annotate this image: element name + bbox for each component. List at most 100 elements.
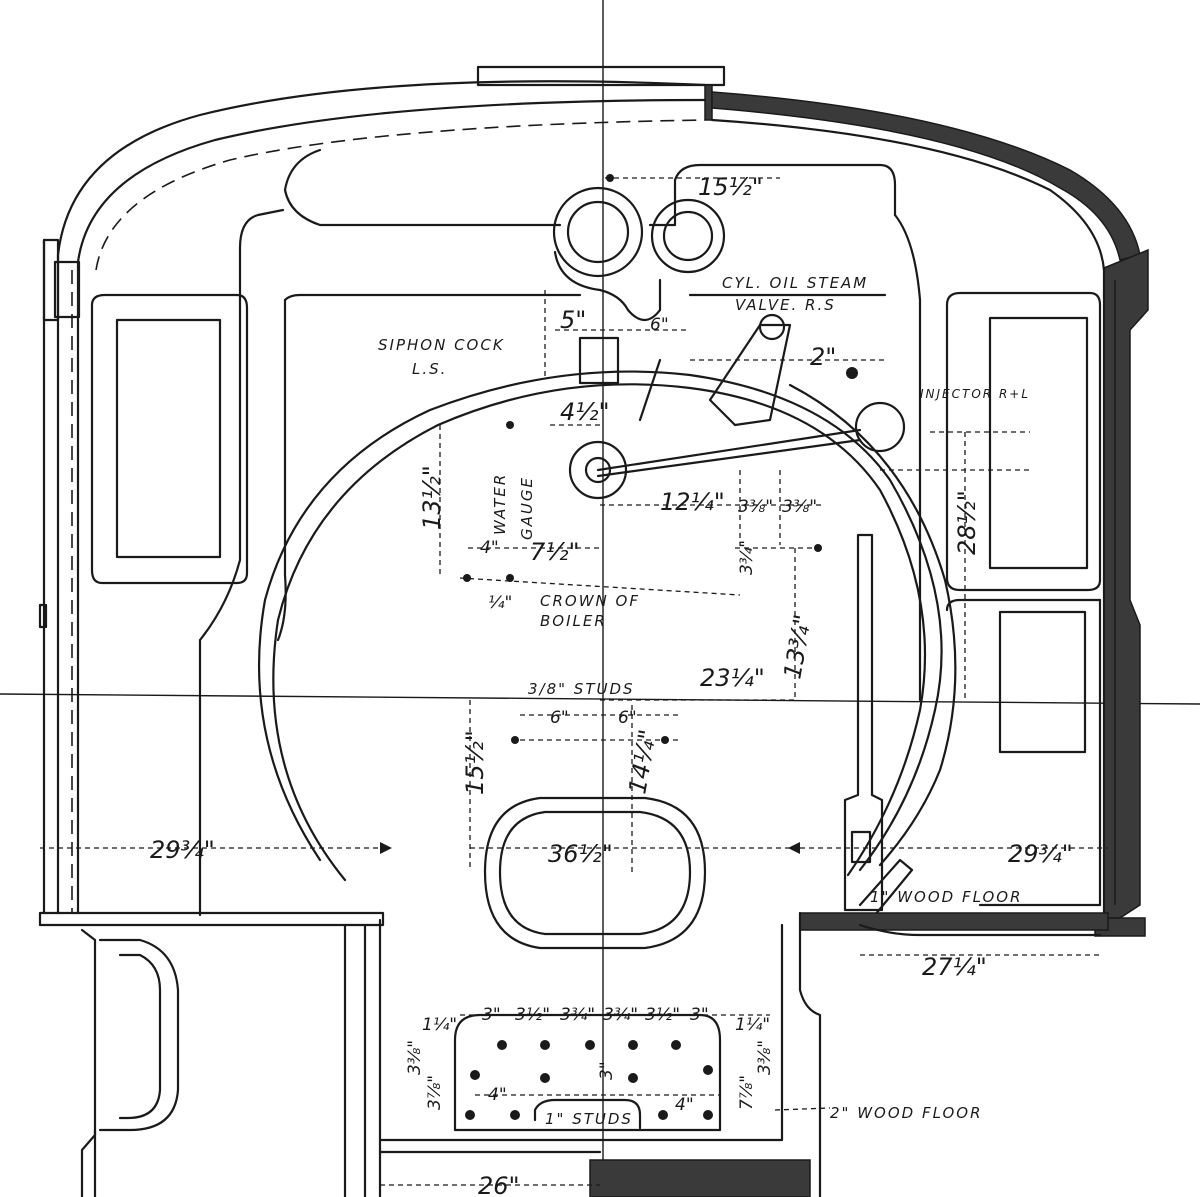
cab-floor-right — [589, 911, 1109, 1197]
dim-arrow — [380, 842, 392, 854]
right-wood-floor — [799, 912, 1109, 931]
label-siphon-cock: SIPHON COCK — [378, 336, 505, 354]
valve-body — [553, 250, 662, 322]
dim-arrow — [606, 174, 614, 182]
dim-3-half-a: 3½" — [515, 1005, 550, 1025]
dim-arrow — [463, 574, 471, 582]
stud — [628, 1040, 638, 1050]
dim-arrow — [511, 736, 519, 744]
right-lower-frame — [598, 923, 784, 1142]
roof-lining-dashed — [95, 119, 706, 271]
roof-joint-block — [704, 84, 713, 121]
stud — [585, 1040, 595, 1050]
dim-7-half: 7½" — [530, 538, 580, 566]
firebox-outer-lagging — [788, 383, 957, 867]
fire-door — [483, 796, 707, 950]
label-valve-rs: VALVE. R.S — [735, 296, 836, 314]
stud — [540, 1073, 550, 1083]
backhead-top-right — [648, 163, 897, 227]
reverse-rod — [843, 533, 914, 917]
stud — [628, 1073, 638, 1083]
stud — [470, 1070, 480, 1080]
stud — [671, 1040, 681, 1050]
dim-3-3-8-a: 3⅜" — [738, 497, 773, 517]
water-gauge-valve — [568, 440, 628, 500]
label-injector: INJECTOR R+L — [920, 387, 1030, 401]
valve-ring-left-outer — [552, 186, 644, 278]
dimension-arrows — [380, 174, 858, 854]
dim-2: 2" — [810, 343, 836, 371]
left-step-post — [80, 928, 97, 1197]
dim-23-quarter: 23¼" — [700, 664, 765, 692]
label-water: WATER — [491, 473, 509, 535]
left-grab-handle — [98, 938, 180, 1132]
dim-7-8-b: 7⅞" — [737, 1075, 757, 1110]
backhead-upper-face — [276, 293, 582, 642]
cab-floor-left — [38, 911, 602, 1197]
firebox-outer-circle — [257, 370, 943, 872]
dim-28-half: 28½" — [953, 490, 981, 555]
dim-arrow — [661, 736, 669, 744]
dim-27-quarter: 27¼" — [922, 953, 987, 981]
dim-line — [880, 431, 1030, 700]
dim-1-quarter-a: 1¼" — [422, 1015, 457, 1035]
dim-3-3-8-d: 3⅜" — [755, 1040, 775, 1075]
dim-arrow — [846, 367, 858, 379]
stud-plate-notch — [533, 1098, 642, 1130]
label-wood-floor-2: 2" WOOD FLOOR — [830, 1104, 983, 1122]
dimension-values: 15½" 5" 6" 2" 4½" 13½" 12¼" 3⅜" 3⅜" 28½"… — [150, 173, 1073, 1197]
dim-13-half: 13½" — [418, 465, 446, 530]
fire-door-frame — [483, 796, 707, 950]
roof-right-section — [711, 91, 1141, 261]
floor-handle — [858, 858, 914, 917]
roof-vent-hatch — [476, 65, 726, 87]
roof-inner-right — [710, 118, 1106, 272]
gauge-rod — [596, 428, 862, 478]
water-gauge-valve-core — [584, 456, 612, 484]
dim-29-3-4-left: 29¾" — [150, 836, 215, 864]
right-floor-post — [798, 911, 822, 1197]
dim-6-b: 6" — [618, 708, 637, 728]
right-floor-edge — [858, 923, 1102, 937]
backhead-top-left-slot — [283, 148, 562, 227]
left-floor-plate — [38, 911, 385, 927]
label-boiler: BOILER — [540, 612, 607, 630]
dim-arrow — [506, 574, 514, 582]
dim-4-half: 4½" — [560, 398, 610, 426]
cab-roof — [56, 65, 1141, 272]
dim-line — [459, 577, 741, 596]
steam-valves — [552, 186, 906, 500]
dim-3-3-4: 3¾" — [737, 540, 757, 575]
dim-12-quarter: 12¼" — [660, 488, 725, 516]
label-studs-large: 1" STUDS — [545, 1110, 633, 1128]
reverse-rod-block — [850, 830, 872, 864]
stud — [703, 1110, 713, 1120]
dim-3-a: 3" — [482, 1005, 501, 1025]
right-window-glass — [988, 316, 1089, 570]
annotations: CYL. OIL STEAM VALVE. R.S SIPHON COCK L.… — [378, 274, 1030, 1128]
dim-3-c: 3" — [597, 1061, 617, 1080]
injector-valve — [854, 401, 906, 453]
cab-left-wall — [38, 238, 249, 915]
left-grab-handle-inner — [118, 953, 162, 1120]
right-lower-panel-edge — [978, 598, 1102, 907]
dim-1-quarter-b: 1¼" — [735, 1015, 770, 1035]
dim-7-8-a: 3⅞" — [425, 1075, 445, 1110]
dim-3-3-4-a: 3¾" — [560, 1005, 595, 1025]
dim-3-half-b: 3½" — [645, 1005, 680, 1025]
label-cyl-oil-steam: CYL. OIL STEAM — [722, 274, 868, 292]
label-gauge: GAUGE — [518, 476, 536, 540]
dim-4-b: 4" — [675, 1095, 694, 1115]
siphon-cock-block — [578, 336, 620, 385]
valve-ring-right-outer — [650, 198, 726, 274]
label-wood-floor-1: 1" WOOD FLOOR — [870, 888, 1023, 906]
stud — [497, 1040, 507, 1050]
dim-14-quarter: 14¼" — [623, 727, 662, 796]
dim-6: 6" — [650, 315, 669, 335]
stud-plate — [453, 1013, 722, 1132]
dim-arrow — [814, 544, 822, 552]
dim-arrow — [788, 842, 800, 854]
valve-ring-left-inner — [566, 200, 630, 264]
stud — [510, 1110, 520, 1120]
dim-6-a: 6" — [550, 708, 569, 728]
